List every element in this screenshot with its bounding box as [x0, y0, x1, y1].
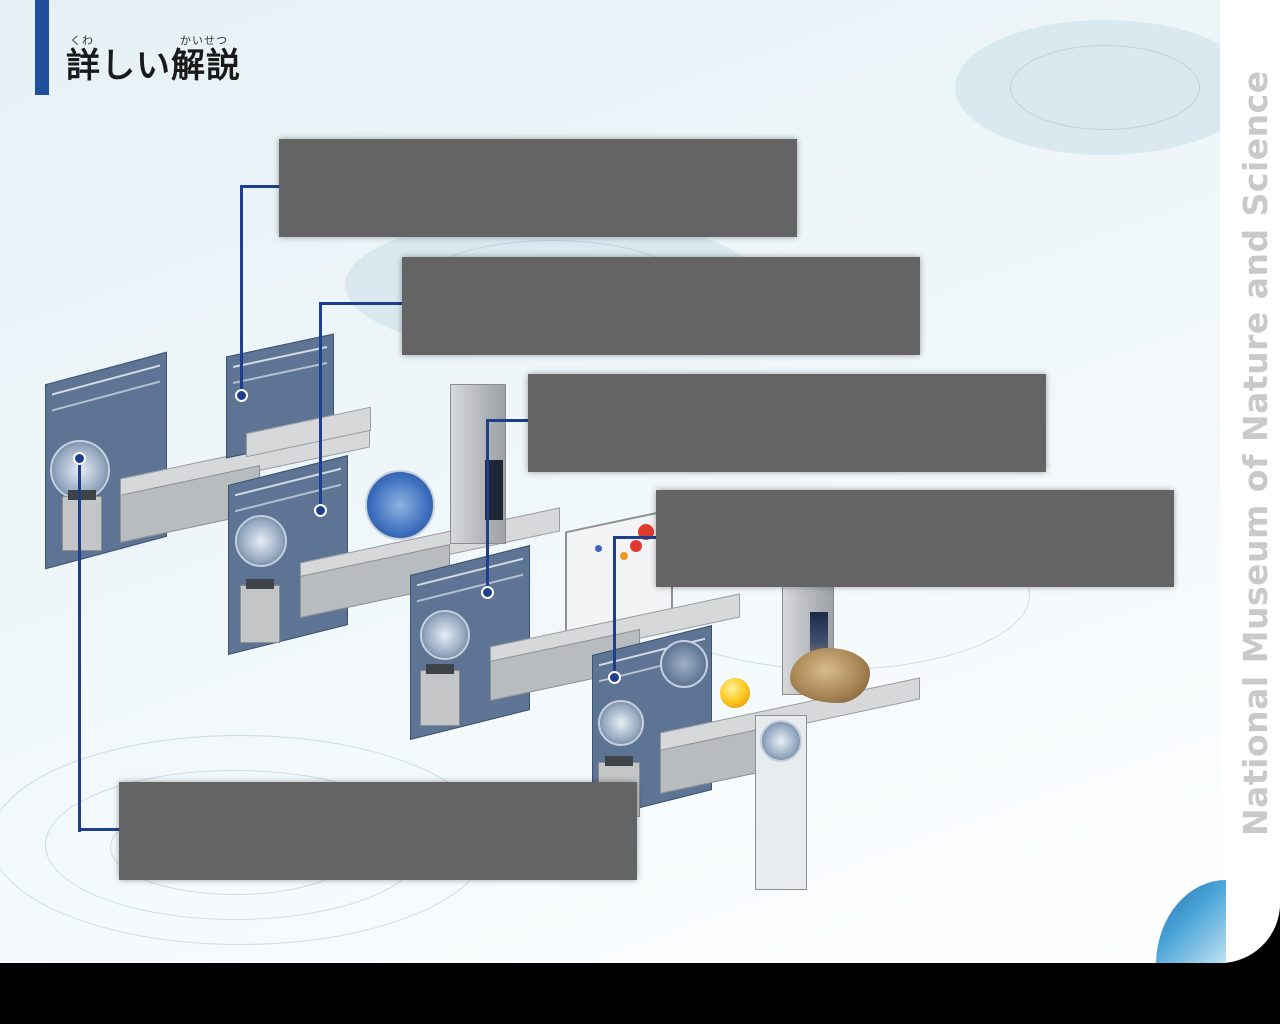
- exhibit-kiosk-4-screen: [426, 664, 454, 674]
- callout-3-box[interactable]: [528, 374, 1046, 472]
- callout-2-box[interactable]: [402, 257, 920, 355]
- callout-3-line-v: [486, 419, 489, 593]
- exhibit-kiosk-1: [62, 496, 102, 551]
- callout-4-box[interactable]: [656, 490, 1174, 587]
- ruby-kaisetsu: かいせつ: [180, 34, 228, 47]
- callout-2-line-v: [319, 302, 322, 510]
- callout-3-dot[interactable]: [481, 586, 494, 599]
- callout-5-box[interactable]: [119, 782, 637, 880]
- title-ruby: くわ かいせつ: [66, 32, 241, 47]
- exhibit-disc-3: [235, 515, 287, 567]
- chart-dot-blue: [595, 545, 602, 552]
- chart-dot-red-2: [630, 540, 642, 552]
- exhibit-kiosk-1-screen: [68, 490, 96, 500]
- exhibit-globe-3: [365, 470, 435, 540]
- callout-1-line-v: [240, 185, 243, 395]
- title-accent-bar: [35, 0, 49, 95]
- exhibit-meteorite: [790, 648, 870, 703]
- exhibit-pillar-3-screen: [485, 460, 503, 520]
- exhibit-orbit-5: [660, 640, 708, 688]
- bottom-bar: [0, 963, 1280, 1024]
- callout-2-dot[interactable]: [314, 504, 327, 517]
- side-band: [1220, 0, 1280, 963]
- callout-5-dot[interactable]: [73, 452, 86, 465]
- exhibit-kiosk-5-screen: [605, 756, 633, 766]
- exhibit-sign-disc: [760, 720, 802, 762]
- callout-4-line-v: [613, 536, 616, 678]
- exhibit-disc-5: [598, 700, 644, 746]
- side-museum-label: National Museum of Nature and Science: [1236, 70, 1275, 836]
- callout-4-dot[interactable]: [608, 671, 621, 684]
- exhibit-disc-4: [420, 610, 470, 660]
- exhibit-map-stage: くわ かいせつ 詳しい解説: [0, 0, 1280, 963]
- callout-5-line-v: [78, 458, 81, 832]
- exhibit-kiosk-3-screen: [246, 579, 274, 589]
- page-title: 詳しい解説: [66, 46, 241, 86]
- chart-dot-orange: [620, 552, 628, 560]
- callout-1-box[interactable]: [279, 139, 797, 237]
- callout-1-dot[interactable]: [235, 389, 248, 402]
- callout-2-line-h: [319, 302, 464, 305]
- exhibit-sun-model: [720, 678, 750, 708]
- exhibit-kiosk-4: [420, 670, 460, 726]
- exhibit-kiosk-3: [240, 585, 280, 643]
- page-title-group: くわ かいせつ 詳しい解説: [66, 32, 241, 86]
- bg-ring-top-right-inner: [1010, 45, 1200, 130]
- ruby-kuwa: くわ: [70, 34, 94, 47]
